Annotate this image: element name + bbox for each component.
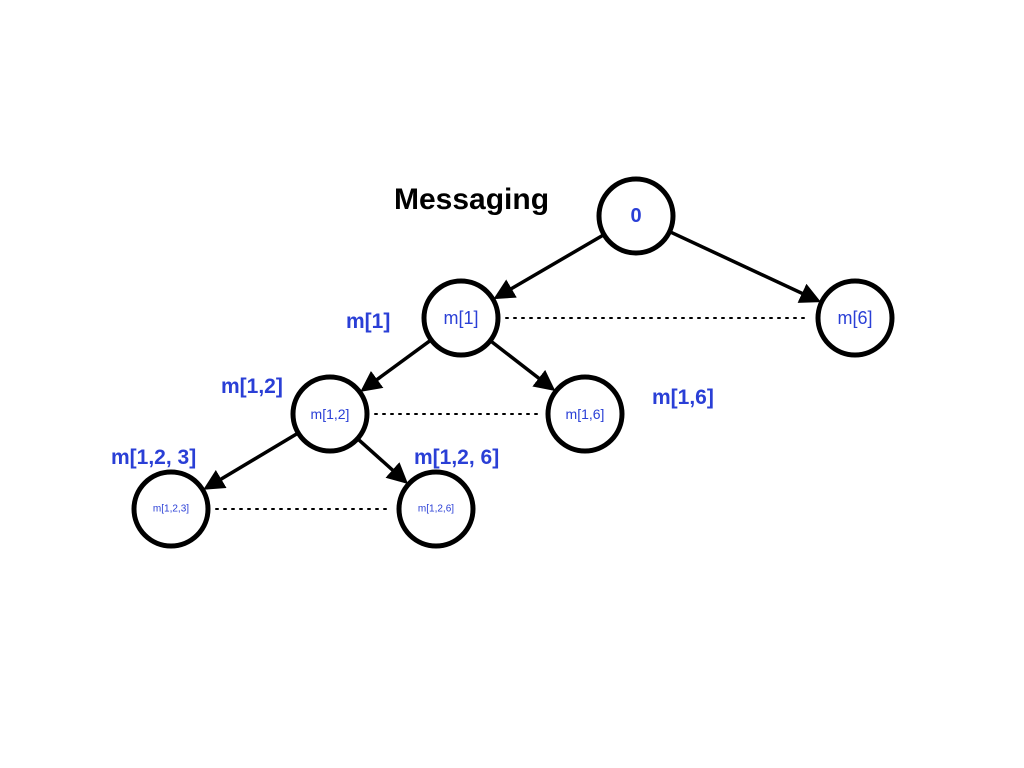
node-circle-m1 (421, 278, 501, 358)
node-m126: m[1,2,6] (396, 469, 476, 549)
node-m16: m[1,6] (545, 374, 625, 454)
edge-arrow-m1-m16 (490, 340, 556, 392)
edge-arrow-root-m6 (670, 230, 822, 303)
edge-arrow-m12-m123 (203, 432, 298, 490)
node-m12: m[1,2] (290, 374, 370, 454)
side-label-m16: m[1,6] (652, 386, 714, 409)
edge-arrow-m12-m126 (357, 438, 409, 484)
edge-arrow-root-m1 (493, 234, 604, 300)
node-label-m123: m[1,2,3] (153, 504, 189, 515)
node-label-m126: m[1,2,6] (418, 504, 454, 515)
node-circle-root (596, 176, 676, 256)
dotted-links (215, 317, 811, 510)
node-label-m1: m[1] (443, 308, 478, 328)
tree-edges (203, 230, 822, 490)
tree-nodes: 0 m[1] m[6] m[1,2] m[1,6] m[1,2,3] m[1,2,6] (131, 176, 895, 549)
node-m123: m[1,2,3] (131, 469, 211, 549)
side-labels: m[1] m[1,2] m[1,6] m[1,2, 3] m[1,2, 6] (111, 310, 714, 469)
node-label-m12: m[1,2] (311, 406, 350, 422)
side-label-m1: m[1] (346, 310, 390, 333)
node-circle-m123 (131, 469, 211, 549)
side-label-m12: m[1,2] (221, 375, 283, 398)
node-circle-m16 (545, 374, 625, 454)
side-label-m126: m[1,2, 6] (414, 446, 499, 469)
node-circle-m12 (290, 374, 370, 454)
node-circle-m6 (815, 278, 895, 358)
node-root: 0 (596, 176, 676, 256)
node-label-m6: m[6] (837, 308, 872, 328)
node-m1: m[1] (421, 278, 501, 358)
edge-arrow-m1-m12 (360, 339, 431, 392)
node-label-m16: m[1,6] (566, 406, 605, 422)
diagram-title: Messaging (394, 183, 549, 216)
node-label-root: 0 (630, 205, 641, 227)
node-m6: m[6] (815, 278, 895, 358)
node-circle-m126 (396, 469, 476, 549)
side-label-m123: m[1,2, 3] (111, 446, 196, 469)
